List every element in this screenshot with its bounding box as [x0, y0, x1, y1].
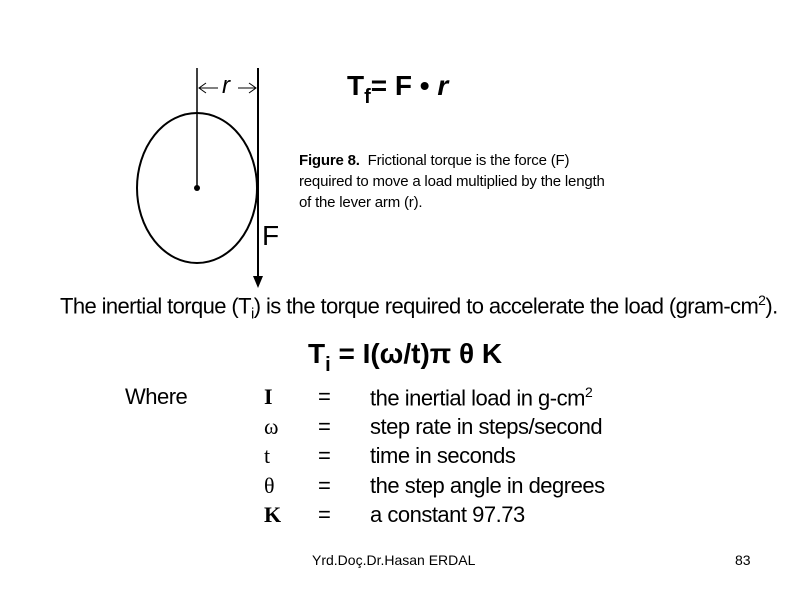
radius-arrow-right — [248, 82, 257, 94]
radius-arrow-left — [198, 82, 207, 94]
where-symbol: θ — [264, 473, 275, 498]
caption-line-1: Figure 8. Frictional torque is the force… — [299, 150, 605, 171]
statement-subscript: i — [251, 305, 254, 323]
inertial-rhs: = I(ω/t)π θ K — [330, 338, 503, 369]
inertial-torque-formula: Ti = I(ω/t)π θ K — [308, 338, 502, 377]
radius-label: r — [222, 72, 230, 99]
where-description: step rate in steps/second — [370, 414, 603, 440]
statement-superscript: 2 — [758, 292, 766, 308]
where-symbol: t — [264, 443, 270, 468]
inertial-lhs: T — [308, 338, 326, 369]
where-description-text: a constant 97.73 — [370, 502, 525, 527]
center-dot — [194, 185, 200, 191]
where-equals: = — [318, 473, 331, 498]
formula-rhs: = F • — [370, 70, 438, 101]
caption-line-3: of the lever arm (r). — [299, 194, 423, 211]
statement-middle: ) is the torque required to accelerate t… — [253, 293, 759, 319]
statement-before: The inertial torque (T — [60, 293, 252, 319]
statement-after: ). — [765, 293, 778, 319]
footer-author: Yrd.Doç.Dr.Hasan ERDAL — [312, 552, 476, 568]
where-description-text: time in seconds — [370, 443, 516, 468]
where-description: a constant 97.73 — [370, 502, 525, 528]
formula-lhs: T — [347, 70, 365, 101]
force-arrowhead — [253, 276, 263, 288]
where-symbol: K — [264, 502, 281, 527]
figure-caption: Figure 8. Frictional torque is the force… — [299, 150, 605, 213]
frictional-torque-formula: Tf= F • r — [347, 70, 448, 109]
where-label: Where — [125, 384, 188, 409]
inertial-torque-statement: The inertial torque (Ti) is the torque r… — [60, 292, 778, 323]
where-description: the inertial load in g-cm2 — [370, 384, 593, 411]
where-description-text: step rate in steps/second — [370, 414, 603, 439]
caption-line-2: required to move a load multiplied by th… — [299, 173, 605, 190]
where-description: the step angle in degrees — [370, 473, 605, 499]
where-equals: = — [318, 414, 331, 439]
where-description: time in seconds — [370, 443, 516, 469]
force-label: F — [262, 220, 280, 251]
where-equals: = — [318, 384, 331, 409]
inertial-lhs-subscript: i — [325, 354, 331, 376]
caption-text-1: Frictional torque is the force (F) — [367, 152, 570, 169]
where-symbol: I — [264, 384, 273, 409]
where-description-text: the step angle in degrees — [370, 473, 605, 498]
page-number: 83 — [735, 552, 751, 568]
where-description-superscript: 2 — [584, 384, 593, 400]
where-description-text: the inertial load in g-cm — [370, 385, 585, 411]
caption-figure-label: Figure 8. — [299, 152, 360, 169]
where-equals: = — [318, 443, 331, 468]
where-equals: = — [318, 502, 331, 527]
where-symbol: ω — [264, 414, 278, 439]
formula-rhs-var: r — [437, 70, 449, 101]
formula-lhs-subscript: f — [364, 86, 371, 108]
